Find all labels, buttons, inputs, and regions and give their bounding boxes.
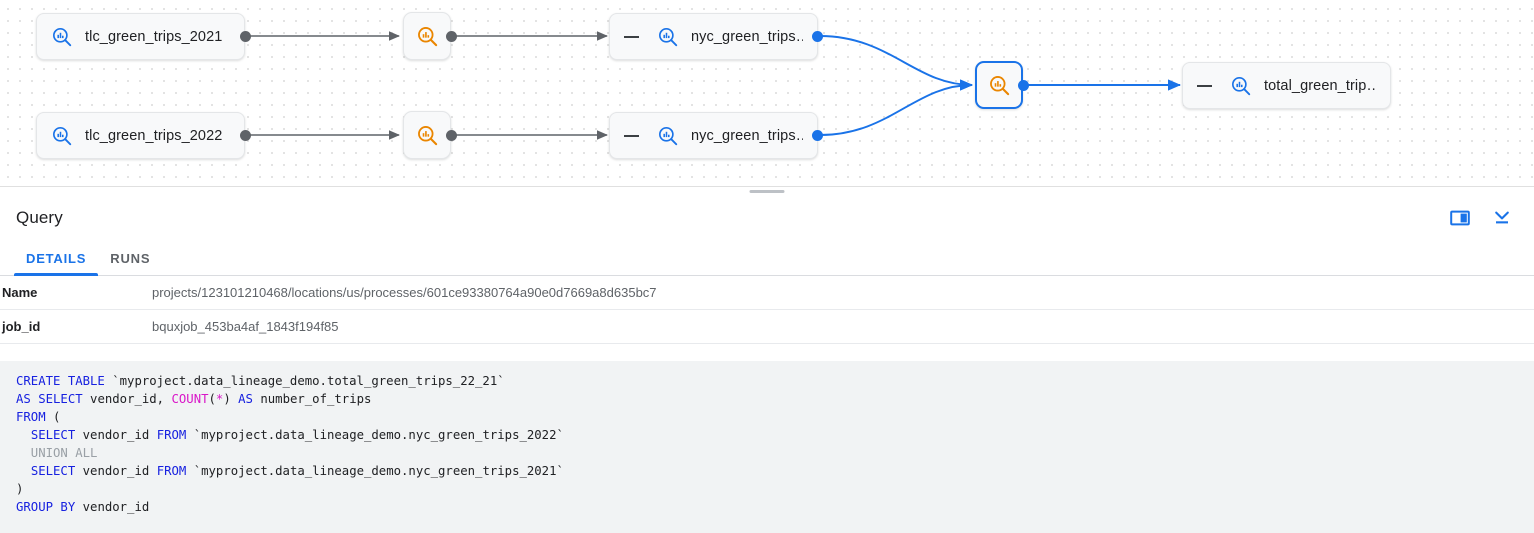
lineage-node-label: tlc_green_trips_2022	[85, 127, 223, 144]
lineage-node-label: tlc_green_trips_2021	[85, 28, 223, 45]
magnifier-chart-orange-icon	[417, 125, 437, 145]
panel-actions	[1450, 208, 1518, 228]
lineage-process-node-selected[interactable]	[975, 61, 1023, 109]
query-panel: Query DETAILS RUNS Name projects/1231012…	[0, 196, 1534, 533]
magnifier-chart-icon	[53, 27, 72, 46]
query-sql-code[interactable]: CREATE TABLE `myproject.data_lineage_dem…	[16, 374, 564, 514]
lineage-node-tlc-green-trips-2021[interactable]: tlc_green_trips_2021	[36, 13, 245, 60]
lineage-process-node-1[interactable]	[403, 12, 451, 60]
lineage-node-nyc-green-trips-1[interactable]: nyc_green_trips…	[609, 13, 818, 60]
lineage-node-tlc-green-trips-2022[interactable]: tlc_green_trips_2022	[36, 112, 245, 159]
node-port-out[interactable]	[812, 31, 823, 42]
lineage-node-total-green-trips[interactable]: total_green_trip…	[1182, 62, 1391, 109]
lineage-canvas[interactable]: tlc_green_trips_2021 tlc_green_trips_202…	[0, 0, 1534, 186]
magnifier-chart-icon	[659, 27, 678, 46]
collapse-node-button[interactable]	[1197, 84, 1212, 87]
tab-runs[interactable]: RUNS	[110, 251, 151, 266]
node-port-out[interactable]	[1018, 80, 1029, 91]
page-title: Query	[16, 208, 63, 227]
tab-details[interactable]: DETAILS	[14, 251, 99, 276]
table-row: Name projects/123101210468/locations/us/…	[0, 276, 1534, 310]
query-panel-tabs: DETAILS RUNS	[0, 240, 1534, 276]
magnifier-chart-icon	[1232, 76, 1251, 95]
detail-value: bquxjob_453ba4af_1843f194f85	[152, 309, 1534, 344]
panel-splitter[interactable]	[0, 186, 1534, 196]
lineage-node-label: nyc_green_trips…	[691, 127, 803, 144]
collapse-down-icon[interactable]	[1492, 208, 1512, 228]
detail-key: job_id	[0, 309, 152, 344]
details-table: Name projects/123101210468/locations/us/…	[0, 276, 1534, 344]
magnifier-chart-icon	[53, 126, 72, 145]
query-sql-block: CREATE TABLE `myproject.data_lineage_dem…	[0, 361, 1534, 533]
collapse-node-button[interactable]	[624, 35, 639, 38]
magnifier-chart-orange-icon	[989, 75, 1009, 95]
node-port-out[interactable]	[812, 130, 823, 141]
detail-key: Name	[0, 276, 152, 310]
table-row: job_id bquxjob_453ba4af_1843f194f85	[0, 309, 1534, 344]
node-port-out[interactable]	[446, 31, 457, 42]
lineage-node-nyc-green-trips-2[interactable]: nyc_green_trips…	[609, 112, 818, 159]
collapse-node-button[interactable]	[624, 134, 639, 137]
node-port-out[interactable]	[240, 31, 251, 42]
lineage-node-label: nyc_green_trips…	[691, 28, 803, 45]
lineage-process-node-2[interactable]	[403, 111, 451, 159]
detail-value: projects/123101210468/locations/us/proce…	[152, 276, 1534, 310]
magnifier-chart-orange-icon	[417, 26, 437, 46]
lineage-node-label: total_green_trip…	[1264, 77, 1376, 94]
magnifier-chart-icon	[659, 126, 678, 145]
node-port-out[interactable]	[446, 130, 457, 141]
splitter-grip[interactable]	[749, 190, 785, 193]
node-port-out[interactable]	[240, 130, 251, 141]
query-panel-header: Query	[0, 196, 1534, 240]
split-panel-icon[interactable]	[1450, 208, 1470, 228]
